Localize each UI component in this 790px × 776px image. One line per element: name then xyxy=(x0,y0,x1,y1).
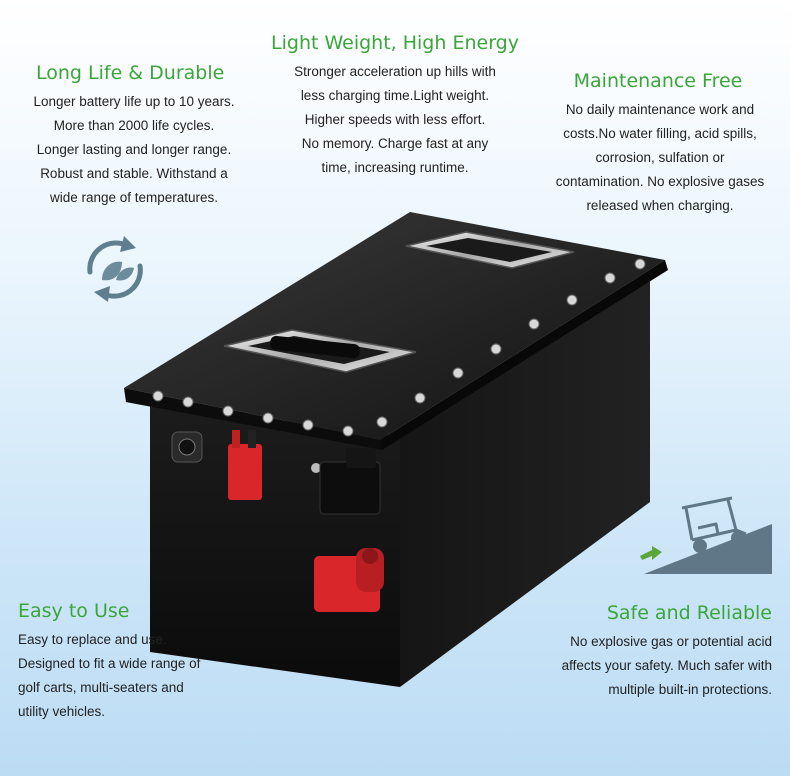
golf-cart-uphill-icon xyxy=(640,496,772,574)
connector-port xyxy=(171,431,203,463)
feature-title: Easy to Use xyxy=(18,600,130,622)
feature-description: Stronger acceleration up hills with less… xyxy=(270,60,520,180)
feature-title: Light Weight, High Energy xyxy=(271,32,519,54)
feature-line: Stronger acceleration up hills with xyxy=(294,64,496,79)
lithium-battery-image xyxy=(124,212,668,687)
feature-title: Maintenance Free xyxy=(573,70,743,92)
feature-line: released when charging. xyxy=(586,198,734,213)
feature-line: Designed to fit a wide range of xyxy=(18,656,201,671)
feature-line: contamination. No explosive gases xyxy=(555,174,765,189)
feature-line: No daily maintenance work and xyxy=(565,102,755,117)
feature-line: Higher speeds with less effort. xyxy=(304,112,486,127)
feature-line: Longer battery life up to 10 years. xyxy=(33,94,235,109)
feature-safe-reliable: Safe and Reliable No explosive gas or po… xyxy=(540,602,772,702)
feature-maintenance-free: Maintenance Free No daily maintenance wo… xyxy=(540,70,780,218)
feature-line: costs.No water filling, acid spills, xyxy=(563,126,757,141)
feature-line: No memory. Charge fast at any xyxy=(301,136,489,151)
feature-long-life: Long Life & Durable Longer battery life … xyxy=(20,62,250,210)
feature-line: No explosive gas or potential acid xyxy=(570,634,772,649)
feature-line: utility vehicles. xyxy=(18,704,106,719)
feature-easy-to-use: Easy to Use Easy to replace and use. Des… xyxy=(18,600,258,724)
feature-description: Easy to replace and use. Designed to fit… xyxy=(18,628,258,724)
feature-line: Robust and stable. Withstand a xyxy=(40,166,228,181)
feature-line: corrosion, sulfation or xyxy=(595,150,725,165)
feature-line: less charging time.Light weight. xyxy=(300,88,490,103)
feature-line: time, increasing runtime. xyxy=(321,160,469,175)
feature-description: Longer battery life up to 10 years. More… xyxy=(20,90,248,210)
recycle-leaf-icon xyxy=(87,236,143,302)
feature-line: wide range of temperatures. xyxy=(49,190,219,205)
feature-light-weight: Light Weight, High Energy Stronger accel… xyxy=(270,32,520,180)
feature-line: golf carts, multi-seaters and xyxy=(18,680,184,695)
feature-title: Safe and Reliable xyxy=(606,602,772,624)
feature-line: Longer lasting and longer range. xyxy=(36,142,232,157)
feature-description: No daily maintenance work and costs.No w… xyxy=(540,98,780,218)
feature-line: affects your safety. Much safer with xyxy=(561,658,772,673)
feature-line: More than 2000 life cycles. xyxy=(53,118,215,133)
feature-title: Long Life & Durable xyxy=(36,62,225,84)
feature-description: No explosive gas or potential acid affec… xyxy=(540,630,772,702)
feature-line: multiple built-in protections. xyxy=(608,682,772,697)
feature-line: Easy to replace and use. xyxy=(18,632,167,647)
